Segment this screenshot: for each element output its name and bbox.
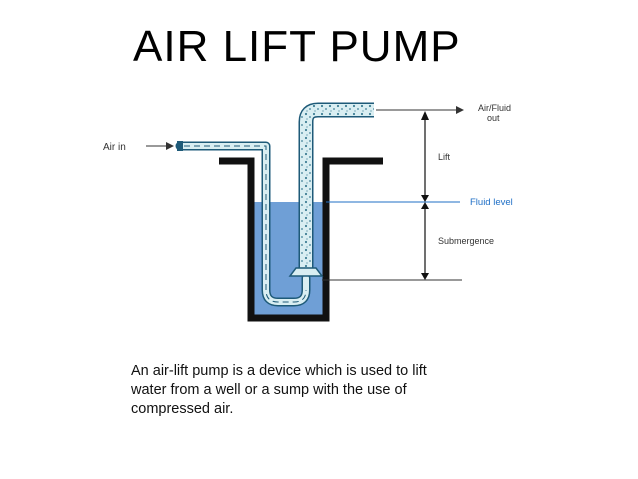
air-fluid-out-label-2: out [487, 113, 500, 123]
foot-piece [288, 267, 324, 277]
fluid-level-label: Fluid level [470, 197, 513, 208]
page-title: AIR LIFT PUMP [133, 22, 461, 71]
description-line-2: water from a well or a sump with the use… [131, 382, 407, 398]
submergence-label: Submergence [438, 236, 494, 246]
lift-label: Lift [438, 152, 451, 162]
air-inlet-end [177, 141, 183, 151]
description: An air-lift pump is a device which is us… [131, 362, 491, 419]
description-line-1: An air-lift pump is a device which is us… [131, 363, 427, 379]
air-fluid-out-label-1: Air/Fluid [478, 103, 511, 113]
air-in-label: Air in [103, 142, 126, 153]
well-walls [219, 157, 383, 322]
description-line-3: compressed air. [131, 401, 234, 417]
